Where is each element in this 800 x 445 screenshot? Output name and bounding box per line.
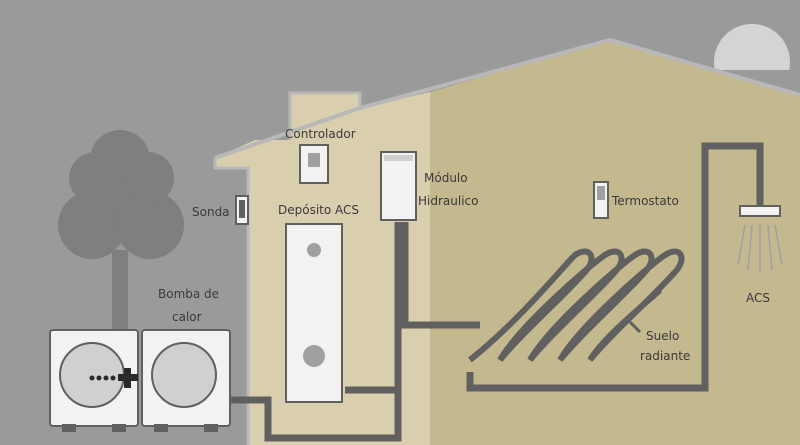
eave-outline	[213, 158, 250, 445]
label-suelo-2: radiante	[640, 349, 690, 363]
plus-connector	[89, 368, 138, 388]
sonda-sensor	[235, 195, 249, 225]
hydraulic-module	[380, 151, 417, 221]
pipe-main	[225, 222, 402, 442]
controller-device	[299, 144, 329, 184]
label-termostato: Termostato	[611, 194, 679, 208]
suelo-pointer	[628, 320, 642, 334]
acs-tap	[737, 205, 783, 272]
label-modulo-1: Módulo	[424, 171, 468, 185]
label-modulo-2: Hidraulico	[418, 194, 478, 208]
thermostat-device	[593, 181, 609, 219]
floor-heating-coil	[468, 248, 685, 363]
tree	[58, 130, 184, 340]
house-side-wall	[430, 40, 800, 445]
chimney-outline	[288, 91, 362, 140]
pipes	[225, 142, 764, 442]
pipe-floor-supply	[401, 222, 480, 329]
label-bomba-1: Bomba de	[158, 287, 219, 301]
label-deposito: Depósito ACS	[278, 203, 359, 217]
label-sonda: Sonda	[192, 205, 230, 219]
roof-outline	[214, 37, 800, 160]
label-acs: ACS	[746, 291, 770, 305]
label-bomba-2: calor	[172, 310, 202, 324]
pipe-acs	[466, 142, 764, 392]
label-suelo-1: Suelo	[646, 329, 679, 343]
hot-water-tank	[285, 223, 343, 403]
heat-pump-unit-2	[141, 329, 231, 432]
label-controlador: Controlador	[285, 127, 356, 141]
